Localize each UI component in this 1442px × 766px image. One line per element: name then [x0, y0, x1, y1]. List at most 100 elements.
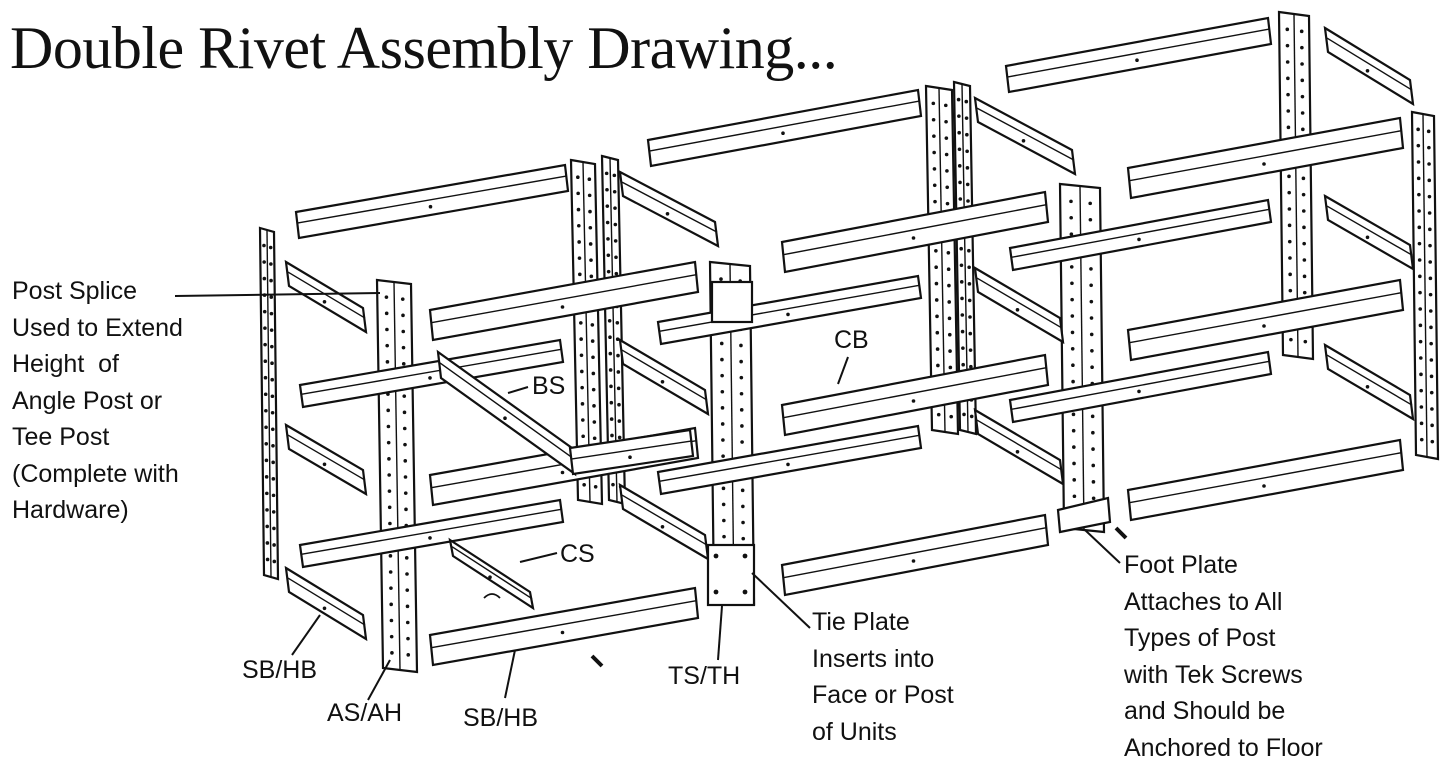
beam-outline — [782, 355, 1048, 435]
post-hole — [720, 342, 724, 346]
post-hole — [721, 390, 725, 394]
post-hole — [609, 368, 613, 372]
post-hole — [269, 246, 273, 250]
post-hole — [958, 181, 962, 185]
beam-outline — [296, 165, 568, 238]
bs-label: BS — [532, 368, 565, 405]
side-beam — [286, 568, 366, 639]
post-hole — [591, 355, 595, 359]
post-hole — [617, 370, 621, 374]
post-hole — [1089, 218, 1093, 222]
post-hole — [936, 347, 940, 351]
post-hole — [581, 418, 585, 422]
post-hole — [1430, 407, 1434, 411]
beam-outline — [1325, 345, 1413, 419]
post-hole — [263, 310, 267, 314]
post-hole — [1288, 256, 1292, 260]
post-hole — [386, 409, 390, 413]
side-beam — [620, 340, 708, 414]
post-hole — [593, 420, 597, 424]
post-hole — [1302, 226, 1306, 230]
post-hole — [932, 151, 936, 155]
post-hole — [933, 167, 937, 171]
post-hole — [388, 522, 392, 526]
post-hole — [401, 314, 405, 318]
post-hole — [957, 98, 961, 102]
post-hole — [1071, 331, 1075, 335]
beam-hole — [786, 463, 790, 467]
post-hole — [944, 120, 948, 124]
post-hole — [1302, 177, 1306, 181]
beam-hole — [912, 399, 916, 403]
post-hole — [945, 153, 949, 157]
back-beam — [1010, 200, 1271, 270]
beam-hole — [1366, 69, 1370, 73]
post-hole — [405, 588, 409, 592]
post-hole — [959, 247, 963, 251]
post-hole — [1419, 389, 1423, 393]
post — [377, 280, 417, 672]
post-hole — [616, 354, 620, 358]
post-hole — [964, 100, 968, 104]
post-hole — [606, 237, 610, 241]
post-hole — [1092, 496, 1096, 500]
post-hole — [1072, 413, 1076, 417]
tie-plate-hole — [714, 554, 719, 559]
post-hole — [721, 406, 725, 410]
post-hole — [1428, 228, 1432, 232]
post-hole — [264, 392, 268, 396]
post-hole — [592, 388, 596, 392]
post-hole — [613, 190, 617, 194]
post-hole — [403, 427, 407, 431]
beam-hole — [1016, 308, 1020, 312]
post-hole — [1089, 267, 1093, 271]
post-hole — [1430, 375, 1434, 379]
beam-hole — [661, 525, 665, 529]
post-hole — [1301, 95, 1305, 99]
post-hole — [1090, 333, 1094, 337]
post-hole — [607, 270, 611, 274]
post-hole — [385, 295, 389, 299]
beam-outline — [1128, 440, 1403, 520]
post-hole — [1418, 258, 1422, 262]
post-hole — [720, 358, 724, 362]
post-hole — [614, 239, 618, 243]
post-hole — [1301, 111, 1305, 115]
post-hole — [577, 208, 581, 212]
post-hole — [270, 361, 274, 365]
post-hole — [1427, 146, 1431, 150]
beam-outline — [1010, 352, 1271, 422]
post-hole — [740, 376, 744, 380]
cb-label: CB — [834, 322, 869, 359]
post-hole — [1288, 240, 1292, 244]
beam-fold-line — [1327, 206, 1412, 255]
beam-outline — [1325, 196, 1413, 269]
post-hole — [401, 330, 405, 334]
tie-plate-hole — [743, 590, 748, 595]
post-hole — [935, 298, 939, 302]
foot-plate-line-3: Types of Post — [1124, 620, 1323, 657]
post-hole — [1285, 28, 1289, 32]
beam-outline — [782, 192, 1048, 272]
side-beam — [1325, 28, 1413, 104]
post-hole — [270, 378, 274, 382]
beam-outline — [1010, 200, 1271, 270]
post-hole — [578, 273, 582, 277]
post-hole — [270, 312, 274, 316]
post-hole — [263, 343, 267, 347]
beam-hole — [1262, 484, 1266, 488]
post-hole — [965, 116, 969, 120]
post-hole — [1070, 281, 1074, 285]
post-hole — [958, 164, 962, 168]
post-hole — [265, 525, 269, 529]
post-hole — [720, 374, 724, 378]
post-hole — [589, 242, 593, 246]
beam-hole — [661, 380, 665, 384]
beam-fold-line — [977, 420, 1062, 470]
post-hole — [1289, 289, 1293, 293]
post-hole — [1428, 195, 1432, 199]
post-hole — [1286, 93, 1290, 97]
post-hole — [1417, 193, 1421, 197]
beam-outline — [1128, 280, 1403, 360]
post-hole — [1071, 314, 1075, 318]
